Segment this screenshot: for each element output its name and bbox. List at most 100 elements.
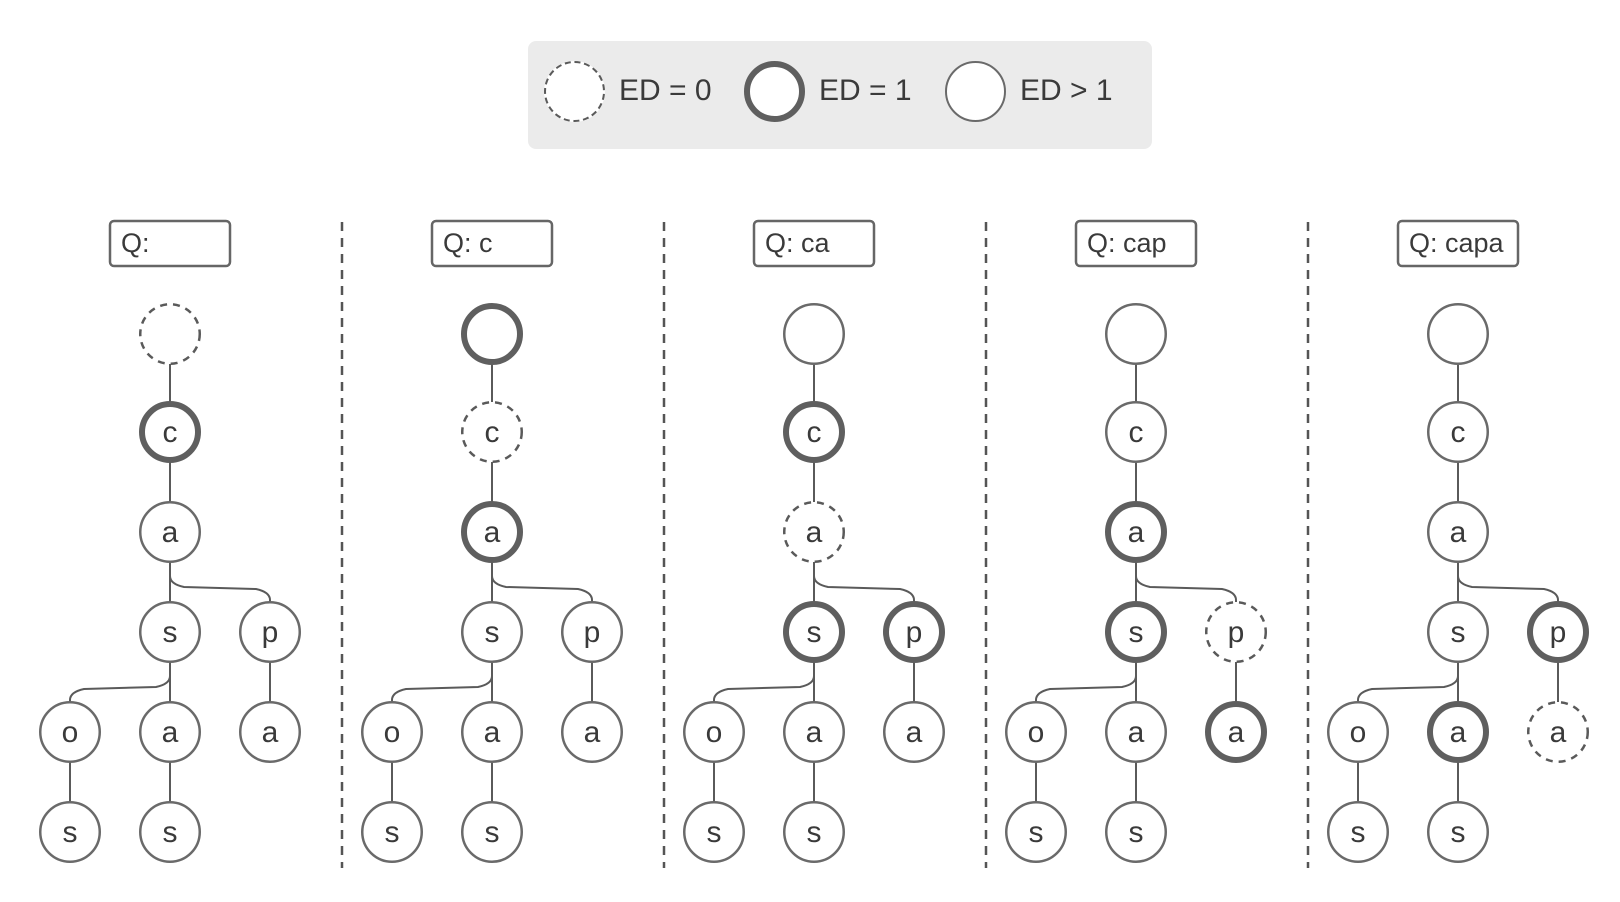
trie-node-cas <box>139 601 201 663</box>
trie-node-capa <box>561 701 623 763</box>
trie-node-label: a <box>1450 516 1467 549</box>
trie-edge <box>169 562 271 602</box>
trie-node-label: s <box>707 816 722 849</box>
trie-node-cas <box>783 601 845 663</box>
trie-node-label: s <box>1129 816 1144 849</box>
trie-node-label: s <box>1129 616 1144 649</box>
trie-node-cap <box>1205 601 1267 663</box>
trie-node-label: p <box>584 616 601 649</box>
query-text: Q: cap <box>1087 228 1167 258</box>
trie-node-ca <box>1105 501 1167 563</box>
trie-node-casos <box>361 801 423 863</box>
trie-node-label: c <box>485 416 500 449</box>
trie-node-caso <box>361 701 423 763</box>
trie-node-label: s <box>807 616 822 649</box>
trie-node-caso <box>683 701 745 763</box>
trie-edge <box>491 562 593 602</box>
trie-node-label: s <box>1351 816 1366 849</box>
trie-node-label: a <box>1228 716 1245 749</box>
trie-node-label: p <box>262 616 279 649</box>
trie-node-label: o <box>1350 716 1367 749</box>
trie-node-cas <box>461 601 523 663</box>
trie-node-label: c <box>1451 416 1466 449</box>
trie-node-label: c <box>807 416 822 449</box>
trie-node-root <box>139 303 201 365</box>
query-text: Q: capa <box>1409 228 1505 258</box>
trie-node-casa <box>461 701 523 763</box>
thin-circle-icon <box>945 61 1006 122</box>
query-text: Q: <box>121 228 150 258</box>
legend-box: ED = 0 ED = 1 ED > 1 <box>528 41 1152 149</box>
trie-edge <box>1457 562 1559 602</box>
query-text: Q: c <box>443 228 493 258</box>
trie-edge <box>1357 662 1459 702</box>
trie-node-label: a <box>162 716 179 749</box>
trie-node-label: c <box>1129 416 1144 449</box>
trie-node-casos <box>683 801 745 863</box>
legend-label-ed0: ED = 0 <box>619 74 712 107</box>
trie-node-casas <box>461 801 523 863</box>
trie-node-label: s <box>63 816 78 849</box>
trie-node-label: o <box>384 716 401 749</box>
trie-edge <box>713 662 815 702</box>
trie-node-label: s <box>1451 816 1466 849</box>
trie-node-label: s <box>485 616 500 649</box>
trie-node-label: p <box>906 616 923 649</box>
panel-4: Q: cap c a s p o a a s s <box>1005 219 1267 863</box>
trie-node-c <box>1105 401 1167 463</box>
trie-node-ca <box>139 501 201 563</box>
trie-node-casas <box>1105 801 1167 863</box>
trie-node-casas <box>139 801 201 863</box>
trie-node-casa <box>139 701 201 763</box>
trie-node-casos <box>1327 801 1389 863</box>
trie-node-label: o <box>706 716 723 749</box>
trie-edge <box>69 662 171 702</box>
trie-node-label: a <box>806 716 823 749</box>
query-box <box>752 219 876 268</box>
query-box <box>108 219 232 268</box>
trie-node-casas <box>783 801 845 863</box>
trie-node-cap <box>883 601 945 663</box>
query-box <box>1074 219 1198 268</box>
trie-node-ca <box>461 501 523 563</box>
trie-node-label: o <box>1028 716 1045 749</box>
trie-node-root <box>461 303 523 365</box>
trie-edge <box>813 562 915 602</box>
trie-edge <box>1135 562 1237 602</box>
trie-node-capa <box>1205 701 1267 763</box>
trie-node-cap <box>1527 601 1589 663</box>
trie-node-cap <box>239 601 301 663</box>
trie-node-casa <box>1105 701 1167 763</box>
trie-node-casa <box>1427 701 1489 763</box>
trie-node-label: s <box>485 816 500 849</box>
trie-node-label: a <box>484 516 501 549</box>
trie-node-label: s <box>385 816 400 849</box>
trie-node-caso <box>1327 701 1389 763</box>
trie-node-label: a <box>906 716 923 749</box>
trie-node-capa <box>1527 701 1589 763</box>
trie-node-label: a <box>1128 516 1145 549</box>
trie-node-label: s <box>163 616 178 649</box>
trie-node-casos <box>39 801 101 863</box>
trie-node-label: p <box>1228 616 1245 649</box>
trie-edge <box>1035 662 1137 702</box>
legend-label-ed1: ED = 1 <box>819 74 912 107</box>
trie-node-capa <box>239 701 301 763</box>
trie-node-caso <box>39 701 101 763</box>
trie-node-label: a <box>584 716 601 749</box>
trie-node-label: a <box>1128 716 1145 749</box>
trie-node-ca <box>783 501 845 563</box>
trie-node-c <box>783 401 845 463</box>
trie-node-label: s <box>163 816 178 849</box>
trie-node-label: s <box>1029 816 1044 849</box>
trie-node-casa <box>783 701 845 763</box>
trie-node-caso <box>1005 701 1067 763</box>
trie-node-capa <box>883 701 945 763</box>
trie-node-root <box>783 303 845 365</box>
trie-node-label: a <box>1550 716 1567 749</box>
trie-node-c <box>1427 401 1489 463</box>
query-text: Q: ca <box>765 228 831 258</box>
